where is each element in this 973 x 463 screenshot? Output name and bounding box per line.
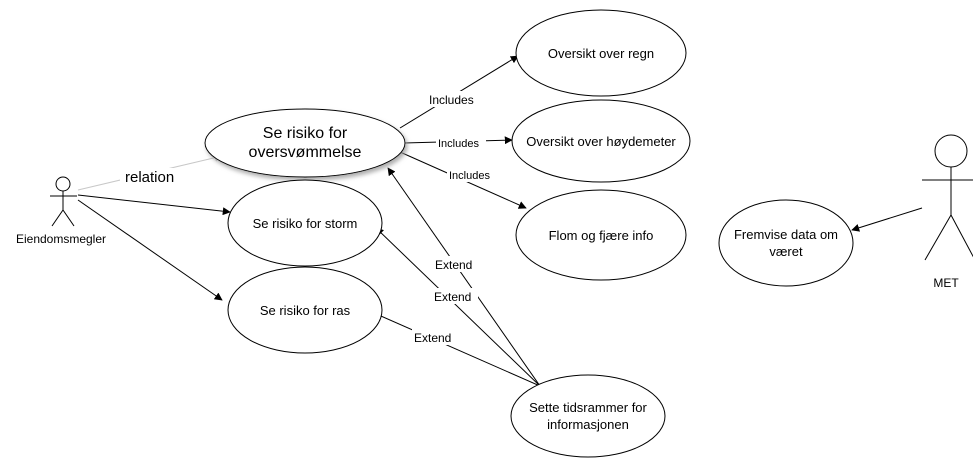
use-case-flood-label-2: oversvømmelse: [249, 144, 362, 161]
relation-label: relation: [125, 169, 174, 186]
use-case-slide-label: Se risiko for ras: [260, 303, 351, 318]
use-case-rain-label: Oversikt over regn: [548, 46, 654, 61]
use-case-timeframe-label-2: informasjonen: [547, 417, 629, 432]
use-case-timeframe-label-1: Sette tidsrammer for: [529, 400, 647, 415]
extend-slide-line: [373, 312, 541, 387]
includes-elevation-label: Includes: [438, 138, 479, 150]
actor-broker-label: Eiendomsmegler: [16, 232, 106, 246]
includes-tide-label: Includes: [449, 170, 490, 182]
includes-rain-label: Includes: [429, 93, 474, 107]
use-case-weather[interactable]: Fremvise data om været: [718, 199, 854, 287]
met-to-weather-line: [851, 207, 923, 232]
use-case-flood-label-1: Se risiko for: [263, 125, 348, 142]
use-case-storm-label: Se risiko for storm: [253, 216, 358, 231]
actor-broker-head: [55, 176, 71, 192]
actor-met-label: MET: [933, 276, 959, 290]
use-case-weather-label-2: været: [769, 244, 803, 259]
extend-storm-label: Extend: [434, 290, 471, 304]
use-case-flood[interactable]: Se risiko for oversvømmelse: [204, 108, 406, 178]
broker-to-storm-line: [77, 194, 231, 216]
use-case-slide[interactable]: Se risiko for ras: [227, 266, 383, 354]
extend-storm-line: [375, 227, 541, 387]
use-case-rain[interactable]: Oversikt over regn: [515, 9, 687, 97]
use-case-tide-label: Flom og fjære info: [549, 228, 654, 243]
use-case-elevation[interactable]: Oversikt over høydemeter: [511, 99, 691, 183]
actor-met[interactable]: [922, 134, 973, 261]
actor-broker[interactable]: [50, 176, 77, 227]
use-case-weather-label-1: Fremvise data om: [734, 227, 838, 242]
use-case-storm[interactable]: Se risiko for storm: [227, 179, 383, 267]
actor-met-head: [934, 134, 968, 168]
extend-slide-label: Extend: [414, 331, 451, 345]
use-case-elevation-label: Oversikt over høydemeter: [526, 134, 676, 149]
use-case-tide[interactable]: Flom og fjære info: [515, 189, 687, 281]
extend-flood-label: Extend: [435, 258, 472, 272]
use-case-timeframe[interactable]: Sette tidsrammer for informasjonen: [510, 374, 666, 458]
extend-flood-line: [387, 167, 541, 387]
broker-to-slide-line: [77, 199, 223, 301]
